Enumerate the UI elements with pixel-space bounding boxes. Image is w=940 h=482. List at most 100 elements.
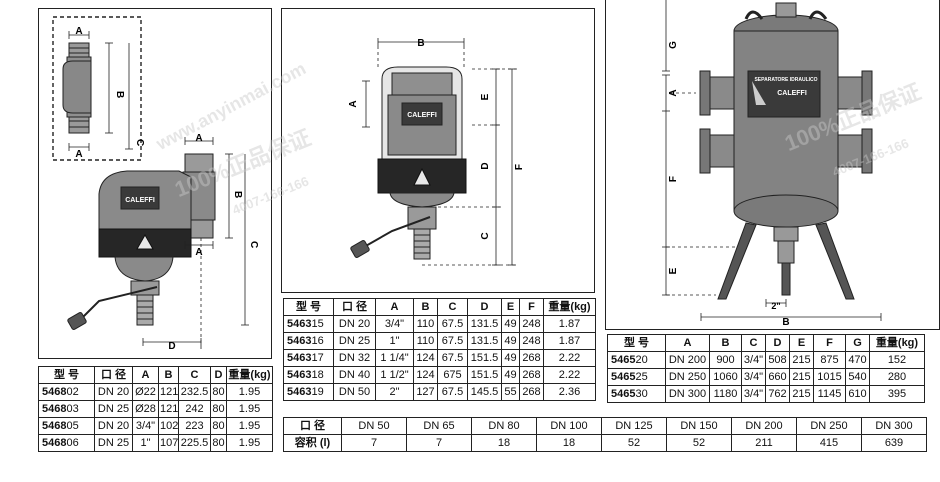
label-c: C — [248, 241, 259, 248]
label-b: B — [417, 38, 424, 49]
inset-label-c: C — [134, 139, 145, 146]
table-cell: 1.87 — [543, 315, 596, 333]
panel-dirt-separator-medium: CALEFFI B A E D C F — [281, 8, 595, 293]
table-cell: 1.95 — [226, 434, 273, 452]
table-cell: 470 — [845, 351, 870, 369]
spec-table-5463-header-cell: C — [437, 298, 468, 316]
table-cell: 121 — [158, 383, 179, 401]
model-code: 546530 — [607, 385, 666, 403]
table-cell: 110 — [413, 332, 438, 350]
spec-table-5463-header-cell: E — [501, 298, 520, 316]
volume-size-cell: DN 300 — [861, 417, 927, 435]
table-cell: 131.5 — [467, 332, 502, 350]
table-cell: 1 1/4" — [375, 349, 414, 367]
label-e: E — [480, 93, 491, 100]
table-cell: 2" — [375, 383, 414, 401]
hydraulic-separator-body — [699, 2, 873, 300]
model-prefix: 5463 — [287, 351, 312, 364]
table-cell: DN 200 — [665, 351, 710, 369]
table-cell: DN 50 — [333, 383, 376, 401]
table-cell: 67.5 — [437, 383, 468, 401]
label-c: C — [480, 232, 491, 239]
table-cell: 1" — [375, 332, 414, 350]
table-cell: 102 — [158, 417, 179, 435]
model-prefix: 5463 — [287, 368, 312, 381]
table-cell: DN 32 — [333, 349, 376, 367]
separator-medium-body — [350, 66, 467, 260]
table-cell: 215 — [789, 351, 814, 369]
spec-table-5465-header-cell: E — [789, 334, 814, 352]
volume-size-cell: DN 80 — [471, 417, 537, 435]
inset-body — [62, 42, 92, 134]
label-d: D — [480, 162, 491, 169]
label-a-bottom: A — [195, 247, 202, 258]
table-cell: 110 — [413, 315, 438, 333]
volume-value-cell: 18 — [471, 434, 537, 452]
table-cell: Ø22 — [132, 383, 159, 401]
label-two-inch: 2" — [771, 301, 780, 311]
table-cell: 67.5 — [437, 315, 468, 333]
model-suffix: 02 — [66, 385, 79, 398]
volume-value-cell: 415 — [796, 434, 862, 452]
spec-table-5465-header-cell: D — [765, 334, 790, 352]
table-cell: DN 25 — [333, 332, 376, 350]
model-code: 546520 — [607, 351, 666, 369]
table-cell: 875 — [813, 351, 846, 369]
model-suffix: 03 — [66, 402, 79, 415]
table-cell: 67.5 — [437, 349, 468, 367]
spec-table-5468-header-cell: 口 径 — [94, 366, 133, 384]
volume-value-cell: 7 — [406, 434, 472, 452]
label-g: G — [668, 41, 679, 49]
table-cell: DN 25 — [94, 400, 133, 418]
volume-value-cell: 18 — [536, 434, 602, 452]
inset-label-a-bottom: A — [75, 149, 82, 160]
spec-table-5463-header-cell: D — [467, 298, 502, 316]
table-cell: 107 — [158, 434, 179, 452]
volume-size-cell: DN 65 — [406, 417, 472, 435]
model-code: 546316 — [283, 332, 334, 350]
table-cell: 121 — [158, 400, 179, 418]
table-cell: 80 — [210, 400, 227, 418]
table-cell: DN 20 — [94, 383, 133, 401]
spec-table-5465-header-cell: A — [665, 334, 710, 352]
table-cell: 49 — [501, 332, 520, 350]
volume-value-cell: 211 — [731, 434, 797, 452]
volume-size-cell: DN 200 — [731, 417, 797, 435]
model-suffix: 16 — [311, 334, 324, 347]
table-cell: 660 — [765, 368, 790, 386]
table-cell: 215 — [789, 385, 814, 403]
spec-table-5463-header-cell: B — [413, 298, 438, 316]
model-suffix: 19 — [311, 385, 324, 398]
table-cell: 248 — [519, 332, 544, 350]
spec-table-5463-header-cell: F — [519, 298, 544, 316]
label-a: A — [668, 89, 679, 96]
table-cell: 1180 — [709, 385, 742, 403]
table-cell: 49 — [501, 349, 520, 367]
plate-brand: CALEFFI — [777, 90, 807, 97]
volume-value-cell: 52 — [666, 434, 732, 452]
table-cell: 1" — [132, 434, 159, 452]
table-cell: 1.95 — [226, 400, 273, 418]
spec-table-5465-header-cell: G — [845, 334, 870, 352]
drawing-hydraulic-separator: SEPARATORE IDRAULICO CALEFFI G A F E 2" … — [662, 0, 882, 328]
table-cell: DN 300 — [665, 385, 710, 403]
table-cell: 151.5 — [467, 366, 502, 384]
model-code: 546806 — [38, 434, 95, 452]
model-prefix: 5463 — [287, 385, 312, 398]
volume-size-cell: DN 150 — [666, 417, 732, 435]
table-cell: 540 — [845, 368, 870, 386]
